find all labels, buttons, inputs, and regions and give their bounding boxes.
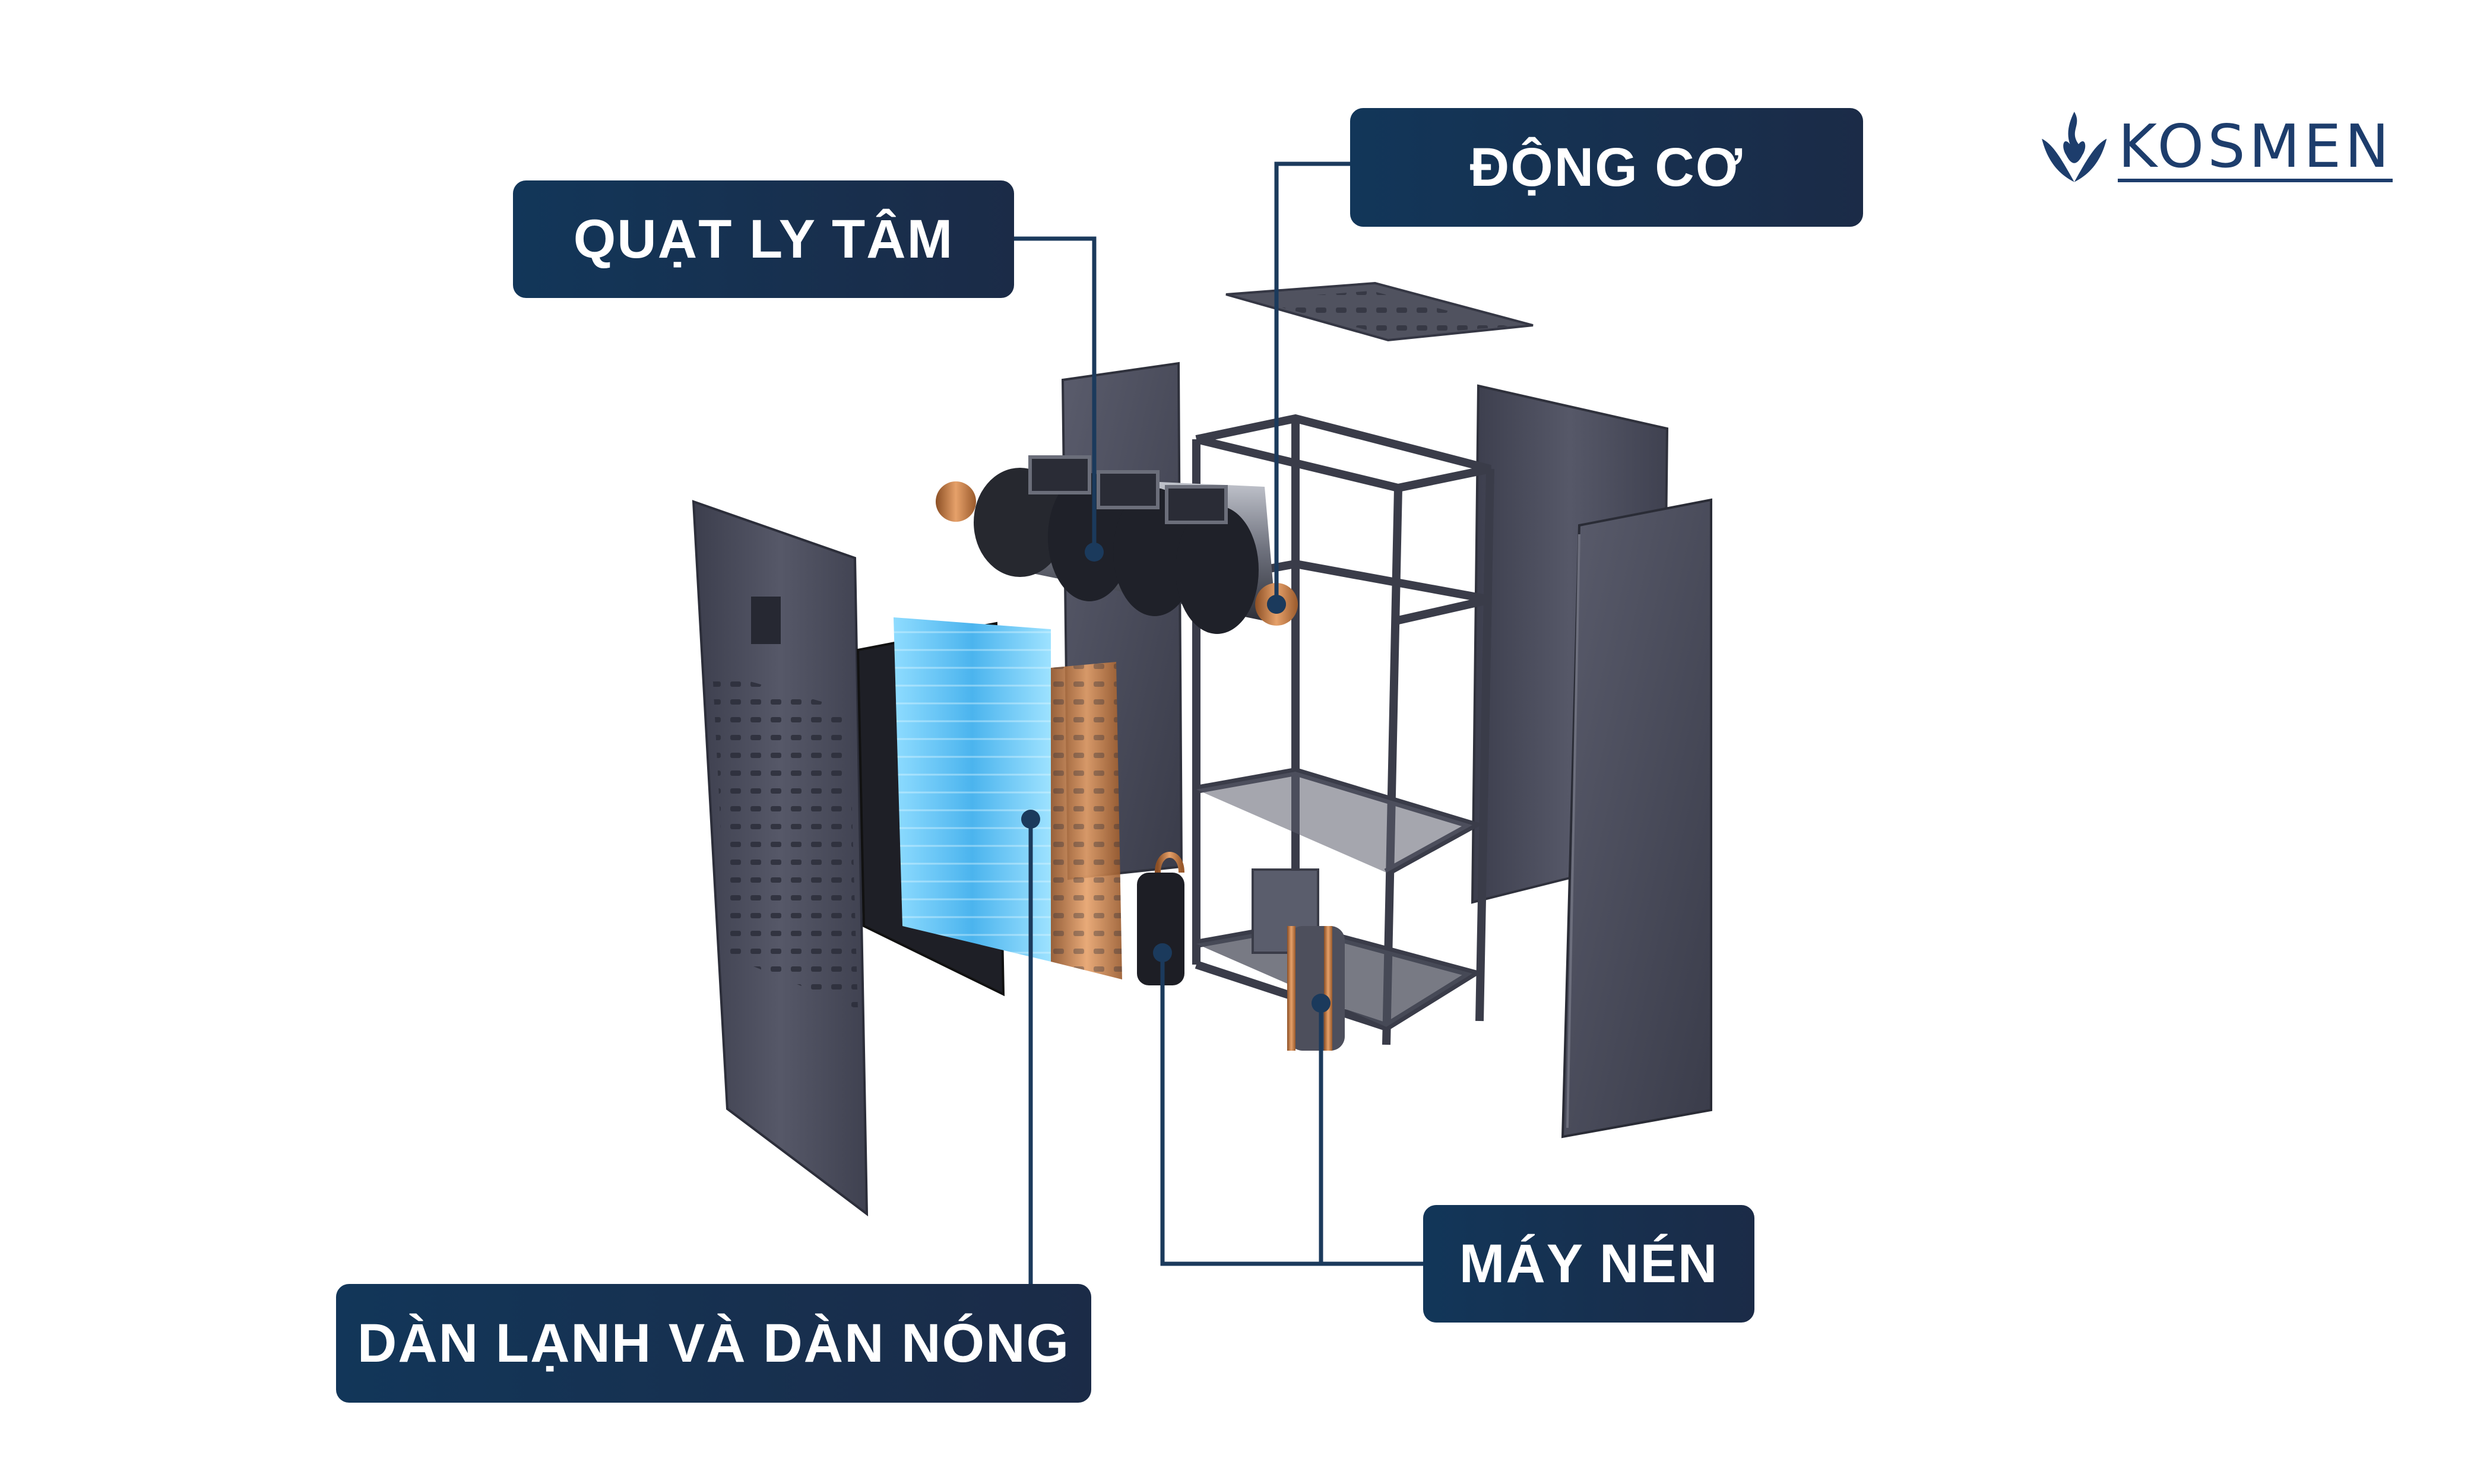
label-centrifugal-fan: QUẠT LY TÂM [513,180,1014,298]
evaporator-coil [894,617,1051,962]
front-panel [692,500,869,1217]
label-centrifugal-fan-text: QUẠT LY TÂM [573,208,954,269]
label-compressor: MÁY NÉN [1423,1205,1754,1323]
leader-lines [1014,161,1423,1284]
label-motor-text: ĐỘNG CƠ [1469,137,1744,198]
compressor-left-dot [1153,943,1172,962]
label-coils-text: DÀN LẠNH VÀ DÀN NÓNG [357,1312,1070,1374]
motor-leader-dot [1267,595,1286,614]
label-compressor-text: MÁY NÉN [1459,1233,1719,1294]
right-side-panel-outer [1561,498,1712,1139]
frame-shelf [1196,772,1472,873]
compressor-right-dot [1312,994,1331,1013]
coil-leader-dot [1021,810,1040,829]
top-grille-plate [1225,281,1534,342]
control-display [751,597,781,644]
centrifugal-fan-assembly [936,455,1298,634]
compressor-right [1252,868,1345,1051]
fan-leader-dot [1085,543,1104,562]
flame-wings-logo-icon [2042,112,2107,182]
compressor-left [1137,852,1184,985]
motor-leader-line [1274,161,1350,604]
leader-dots [1021,543,1331,1013]
fan-leader-line [1014,236,1097,552]
brand-name: KOSMEN [2118,112,2393,182]
brand-logo: KOSMEN [2036,102,2393,197]
condenser-coil [1051,662,1122,979]
label-motor: ĐỘNG CƠ [1350,108,1863,227]
label-coils: DÀN LẠNH VÀ DÀN NÓNG [336,1284,1091,1403]
compressor-leader-line-left [1160,953,1321,1266]
